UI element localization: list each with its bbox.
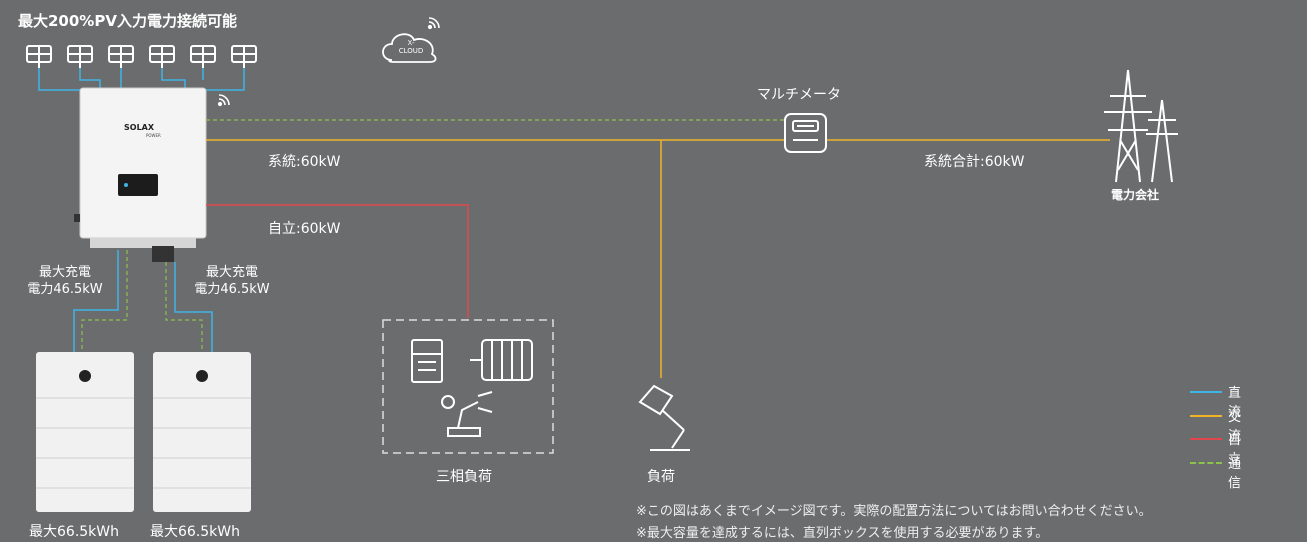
battery-2-capacity: 最大66.5kWh [150, 524, 240, 540]
meter-label: マルチメータ [757, 87, 841, 103]
pv-panel-icon [190, 45, 216, 68]
utility-label: 電力会社 [1111, 188, 1160, 202]
battery-1-charge-line1: 最大充電 [38, 265, 91, 280]
note-2: ※最大容量を達成するには、直列ボックスを使用する必要があります。 [636, 526, 1049, 541]
printer-icon [411, 339, 443, 383]
three-phase-load-label: 三相負荷 [436, 469, 492, 485]
battery-1-charge-line2: 電力46.5kW [27, 282, 103, 297]
battery-1 [36, 352, 134, 512]
robot-arm-icon [441, 391, 493, 437]
grid-total-label: 系統合計:60kW [924, 154, 1025, 170]
cloud-icon [382, 33, 437, 63]
legend-line-eps [1190, 438, 1222, 440]
pv-panel-icon [231, 45, 257, 68]
three-phase-load-box [382, 319, 554, 454]
pv-panels [26, 45, 257, 68]
pv-panel-icon [149, 45, 175, 68]
pv-panel-icon [67, 45, 93, 68]
legend-line-comm [1190, 462, 1222, 464]
inverter [74, 87, 207, 262]
motor-icon [470, 339, 533, 381]
pv-panel-icon [26, 45, 52, 68]
battery-2 [153, 352, 251, 512]
wifi-icon [427, 17, 440, 30]
inverter-brand: SOLAX [124, 123, 155, 132]
battery-2-charge-label: 最大充電 電力46.5kW [182, 264, 282, 298]
ac-lines [206, 139, 1110, 378]
dc-pv-lines [38, 68, 245, 91]
cloud-label-line1: X- [407, 39, 415, 47]
eps-line [206, 204, 469, 318]
dc-battery-lines [73, 250, 213, 352]
wifi-icon [217, 94, 230, 107]
eps-label: 自立:60kW [268, 221, 341, 237]
cloud-label: X- CLOUD [391, 39, 431, 55]
battery-2-charge-line2: 電力46.5kW [194, 282, 270, 297]
grid-label: 系統:60kW [268, 154, 341, 170]
page-title: 最大200%PV入力電力接続可能 [18, 12, 237, 30]
legend-line-dc [1190, 391, 1222, 393]
pv-panel-icon [108, 45, 134, 68]
cloud-label-line2: CLOUD [398, 47, 424, 55]
legend-label-comm: 通信 [1228, 457, 1242, 491]
power-tower-icon [1104, 69, 1178, 183]
inverter-brand-sub: POWER [146, 133, 161, 138]
legend-label-ac: 交流 [1228, 410, 1242, 444]
comm-lines [81, 119, 785, 352]
battery-1-charge-label: 最大充電 電力46.5kW [15, 264, 115, 298]
legend-label-dc: 直流 [1228, 386, 1242, 420]
legend-line-ac [1190, 415, 1222, 417]
multi-meter-icon [784, 113, 827, 153]
legend-label-eps: 自立 [1228, 433, 1242, 467]
lamp-icon [638, 384, 690, 451]
load-label: 負荷 [647, 469, 675, 485]
battery-1-capacity: 最大66.5kWh [29, 524, 119, 540]
battery-2-charge-line1: 最大充電 [205, 265, 258, 280]
note-1: ※この図はあくまでイメージ図です。実際の配置方法についてはお問い合わせください。 [636, 504, 1152, 519]
